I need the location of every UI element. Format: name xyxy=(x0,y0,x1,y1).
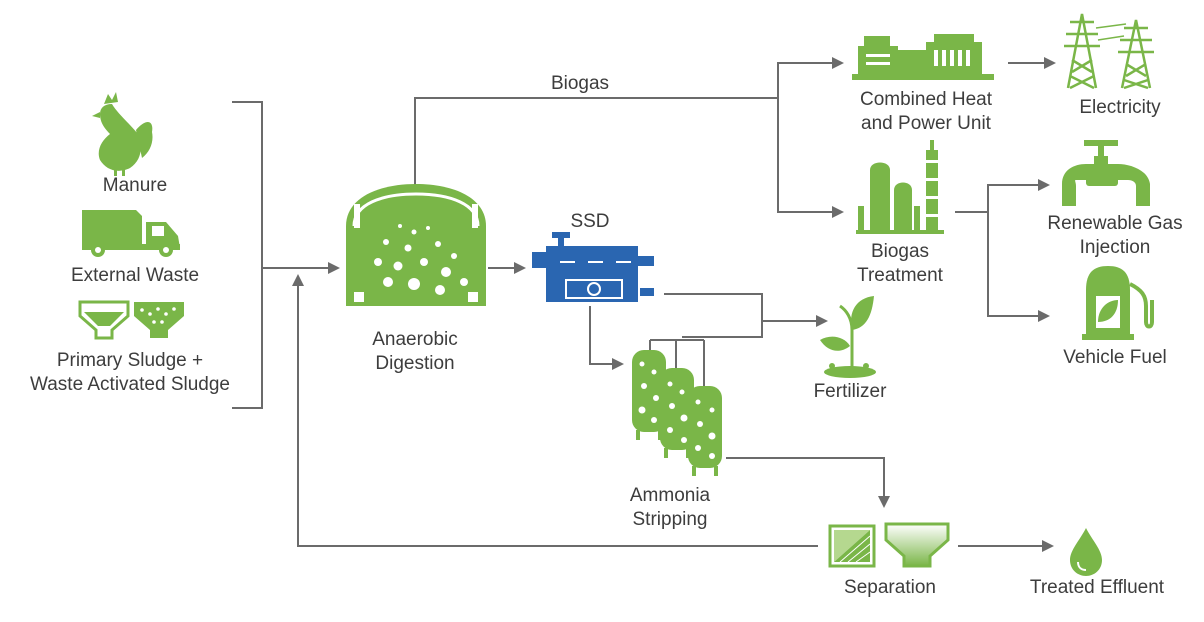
biogas-treatment-line2: Treatment xyxy=(857,265,943,286)
screw-separator-icon xyxy=(532,232,654,302)
ammonia-stripping-line2: Stripping xyxy=(632,509,708,530)
generator-icon xyxy=(852,34,994,80)
digester-tank-icon xyxy=(346,184,486,306)
stripping-columns-icon xyxy=(632,339,722,476)
sprout-icon xyxy=(820,296,876,378)
electricity-label: Electricity xyxy=(1079,97,1161,118)
garbage-truck-icon xyxy=(82,210,180,257)
renewable-gas-line1: Renewable Gas xyxy=(1047,213,1183,234)
external-waste-label: External Waste xyxy=(70,265,200,286)
ammonia-stripping-label: Ammonia Stripping xyxy=(610,484,730,532)
manure-label: Manure xyxy=(102,175,168,196)
biogas-to-treatment-arrow xyxy=(777,98,844,218)
chp-label-line1: Combined Heat xyxy=(859,89,993,110)
sludge-label-line1: Primary Sludge + xyxy=(56,350,204,371)
anaerobic-digestion-label: Anaerobic Digestion xyxy=(345,328,485,376)
separation-icon xyxy=(828,522,950,568)
biogas-treatment-label: Biogas Treatment xyxy=(830,240,970,288)
vehicle-fuel-label: Vehicle Fuel xyxy=(1063,347,1167,368)
biogas-treatment-line1: Biogas xyxy=(870,241,930,262)
biogas-to-chp-arrow xyxy=(777,57,844,98)
renewable-gas-label: Renewable Gas Injection xyxy=(1030,212,1200,260)
power-tower-icon xyxy=(1064,13,1154,90)
ssd-to-stripping-arrow xyxy=(589,306,624,370)
renewable-gas-line2: Injection xyxy=(1079,237,1151,258)
ammonia-stripping-line1: Ammonia xyxy=(629,485,711,506)
separation-label: Separation xyxy=(844,577,936,598)
stripping-to-separation-arrow xyxy=(726,457,890,508)
anaerobic-digestion-line2: Digestion xyxy=(375,353,455,374)
chp-label: Combined Heat and Power Unit xyxy=(836,88,1016,136)
treated-effluent-label: Treated Effluent xyxy=(1029,577,1165,598)
treatment-tower-icon xyxy=(856,140,944,234)
treatment-to-rgi-arrow xyxy=(987,179,1050,212)
connectors xyxy=(232,57,1056,552)
droplet-icon xyxy=(1070,528,1102,576)
treatment-to-fuel-arrow xyxy=(987,212,1050,322)
fertilizer-label: Fertilizer xyxy=(813,381,887,402)
biogas-line-label: Biogas xyxy=(550,73,610,94)
ssd-solids-line xyxy=(664,293,763,338)
recycle-arrow xyxy=(292,274,818,547)
sludge-label-line2: Waste Activated Sludge xyxy=(30,374,230,395)
chp-label-line2: and Power Unit xyxy=(861,113,991,134)
sludge-label: Primary Sludge + Waste Activated Sludge xyxy=(10,349,250,397)
ssd-label: SSD xyxy=(570,211,610,232)
fuel-pump-icon xyxy=(1082,266,1154,340)
anaerobic-digestion-line1: Anaerobic xyxy=(372,329,458,350)
feedstock-bracket-line xyxy=(232,101,263,409)
rooster-icon xyxy=(92,92,153,176)
sludge-tanks-icon xyxy=(78,300,184,340)
biogas-line xyxy=(414,97,778,185)
pipe-valve-icon xyxy=(1062,140,1150,206)
